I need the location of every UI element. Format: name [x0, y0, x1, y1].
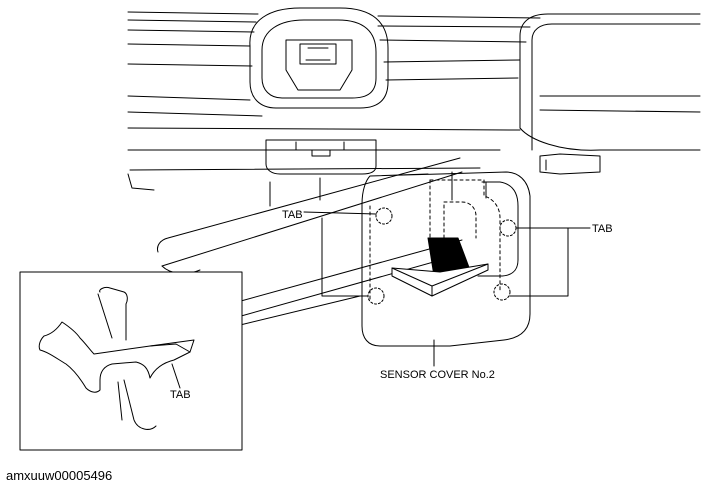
dashboard-upper-panel — [127, 11, 541, 171]
sensor-cover-label: SENSOR COVER No.2 — [380, 369, 495, 381]
hidden-sensor-outline — [361, 179, 501, 313]
figure-id: amxuuw00005496 — [6, 468, 113, 483]
tab-circle-upper-right — [499, 219, 517, 237]
inset-detail — [19, 271, 243, 451]
tab-circle-lower-right — [493, 283, 511, 301]
tab-circle-upper-left — [375, 207, 393, 225]
right-upper-housing — [519, 13, 701, 175]
removal-direction-arrow — [391, 237, 489, 297]
lens-housing — [265, 139, 377, 175]
center-vent-duct — [249, 7, 389, 109]
sensor-cover-outline — [361, 171, 531, 347]
tab-label-upper-left: TAB — [282, 209, 303, 221]
tab-label-right: TAB — [592, 223, 613, 235]
tab-label-inset: TAB — [170, 389, 191, 401]
diagonal-panel — [127, 157, 463, 327]
tab-leader-lines — [303, 211, 591, 367]
